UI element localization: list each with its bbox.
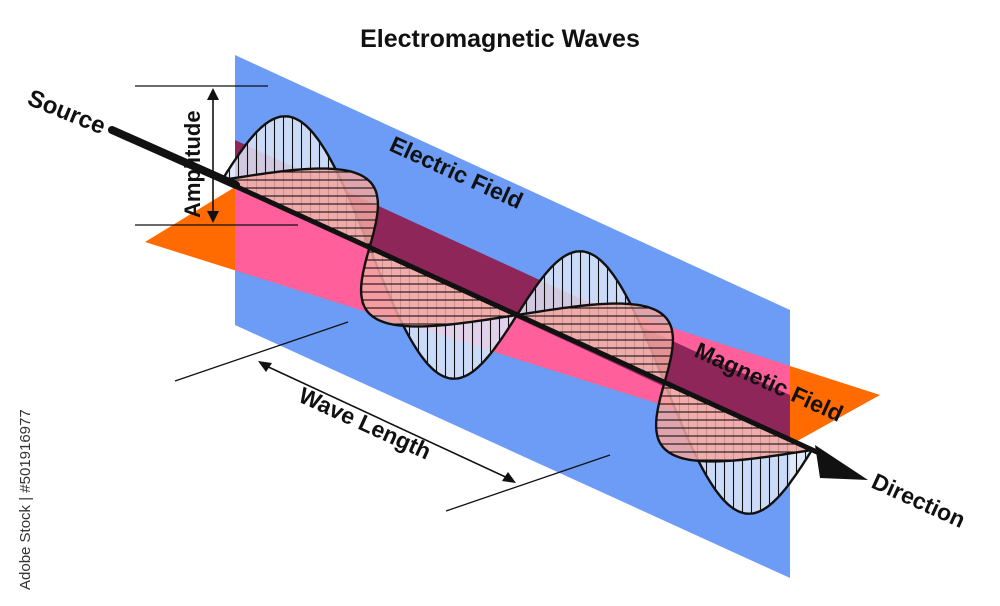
source-line: [108, 126, 240, 189]
amplitude-arrow-up-icon: [207, 88, 219, 100]
source-label: Source: [24, 85, 110, 141]
propagation-axis: [220, 177, 832, 461]
wavelength-left-guide: [174, 321, 349, 382]
wavelength-right-guide: [445, 454, 611, 512]
wavelength-arrow-left-icon: [258, 361, 272, 372]
diagram-title: Electromagnetic Waves: [360, 25, 640, 53]
stock-id-text: Adobe Stock | #501916977: [17, 409, 34, 590]
arrow-head-icon: [815, 445, 868, 480]
wavelength-arrow-right-icon: [502, 472, 516, 483]
wavelength-arrow: [261, 363, 513, 481]
direction-label: Direction: [868, 468, 969, 533]
amplitude-arrow-down-icon: [207, 211, 219, 223]
amplitude-label: Amplitude: [180, 110, 205, 218]
